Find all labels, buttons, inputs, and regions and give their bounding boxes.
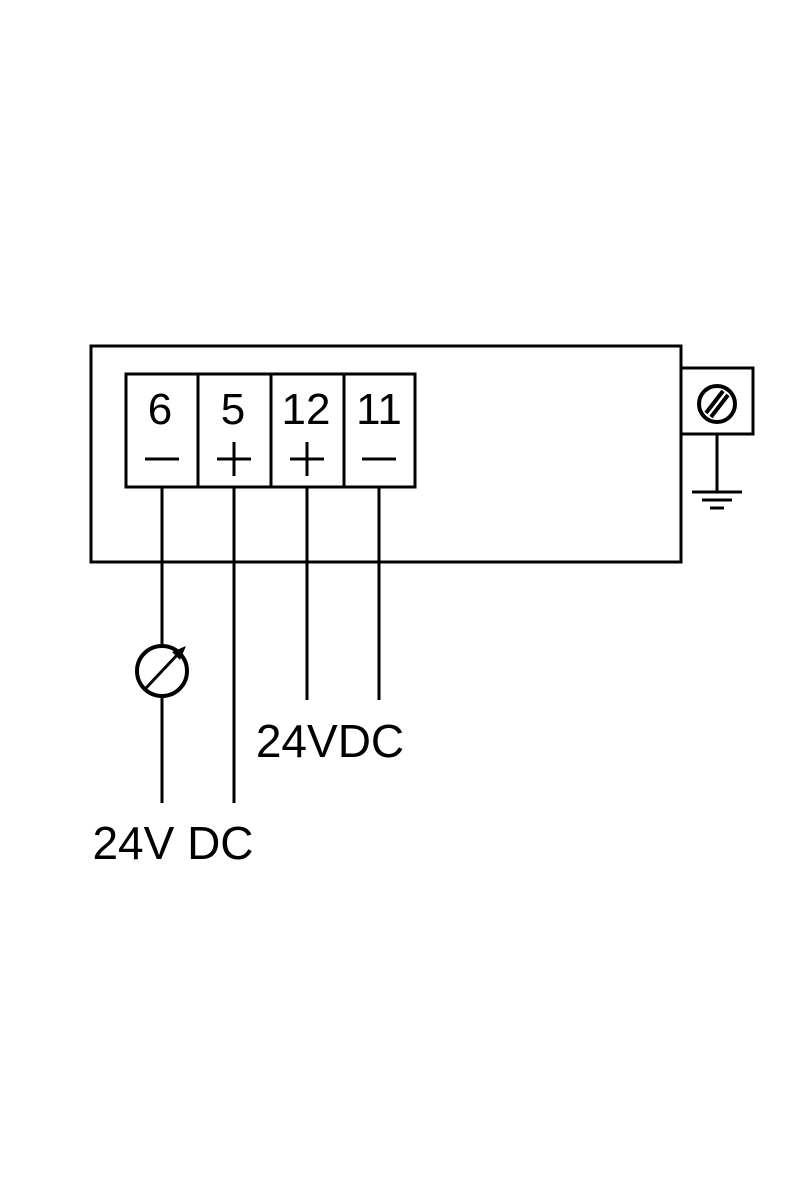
terminal-block: 6 5 12 11 <box>124 372 417 489</box>
terminal-12-number: 12 <box>282 385 331 434</box>
right-supply-label: 24VDC <box>256 715 404 767</box>
terminal-5-plus-icon <box>217 442 251 476</box>
screw-terminal-icon <box>679 366 755 436</box>
device-housing <box>89 344 683 564</box>
meter-icon <box>135 644 189 698</box>
terminal-6-number: 6 <box>148 385 172 434</box>
terminal-12-plus-icon <box>290 442 324 476</box>
ground-icon <box>692 434 742 510</box>
terminal-11-number: 11 <box>356 385 402 434</box>
terminal-5-number: 5 <box>221 385 245 434</box>
left-supply-label: 24V DC <box>92 817 253 869</box>
wires <box>160 487 381 803</box>
